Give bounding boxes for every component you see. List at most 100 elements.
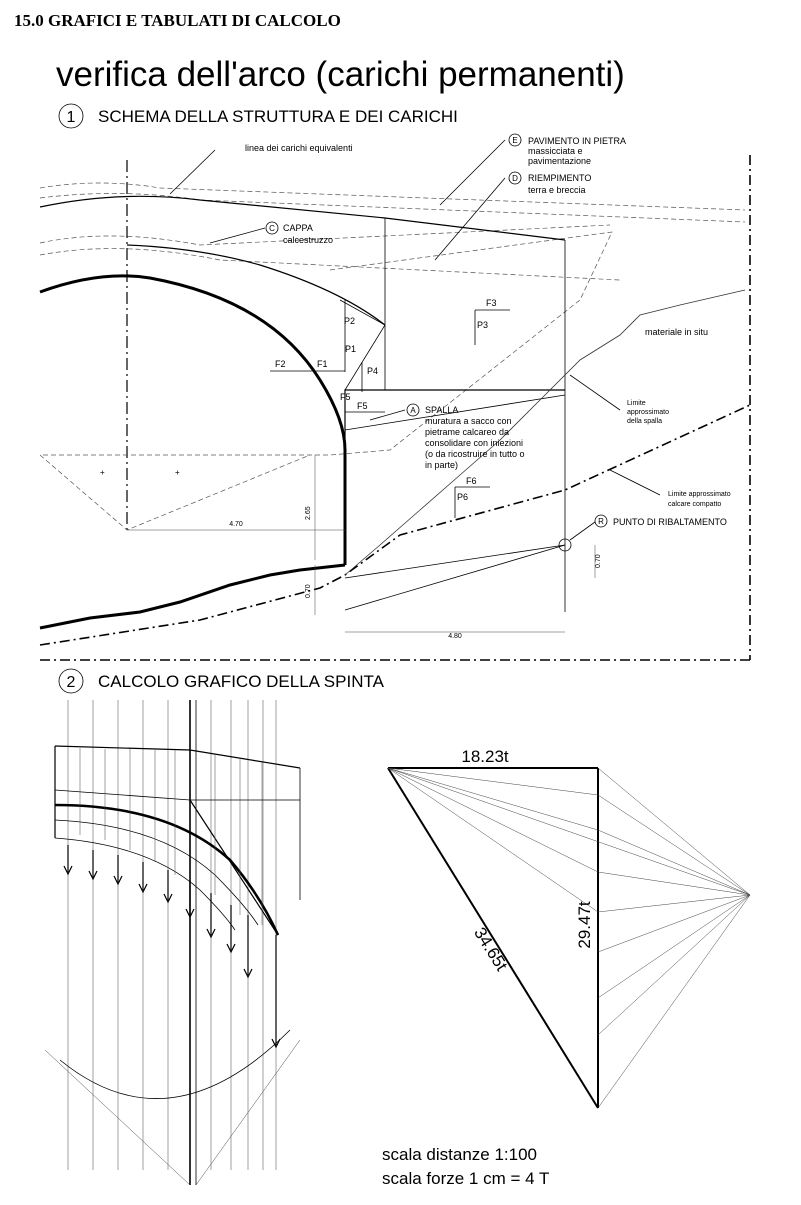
force-label-f2: F2	[275, 359, 286, 369]
force-polygon: 18.23t 29.47t 34.65t	[387, 747, 751, 1109]
label-a-line4: (o da ricostruire in tutto o	[425, 449, 525, 459]
label-limit-calcare-2: calcare compatto	[668, 501, 721, 508]
label-limit-spalla-2: approssimato	[627, 409, 669, 416]
arch-intrados	[39, 274, 347, 565]
scale-forces: scala forze 1 cm = 4 T	[382, 1169, 549, 1188]
label-d-sub: terra e breccia	[528, 185, 586, 195]
leader-spalla	[569, 374, 621, 411]
badge-e-letter: E	[512, 136, 517, 145]
force-label-p3: P3	[477, 320, 488, 330]
label-a-line3: consolidare con iniezioni	[425, 438, 523, 448]
equivalent-load-line-1	[39, 182, 746, 211]
label-d-title: RIEMPIMENTO	[528, 173, 591, 183]
section1-heading: SCHEMA DELLA STRUTTURA E DEI CARICHI	[98, 107, 458, 126]
polygon-rays	[387, 767, 751, 1109]
structure-scheme: + + 4.70 2.65 0.70 0.70 4.80	[39, 133, 751, 661]
road-surface-line	[39, 195, 566, 241]
funicular-line-right	[195, 1039, 301, 1186]
thrust-line-diag	[189, 799, 279, 936]
label-c-title: CAPPA	[283, 223, 313, 233]
force-label-p2: P2	[344, 316, 355, 326]
label-horizontal-thrust: 18.23t	[461, 747, 509, 766]
ground-thick	[39, 563, 346, 630]
equivalent-load-line-5	[40, 231, 613, 456]
force-label-p6: P6	[457, 492, 468, 502]
label-limit-spalla-3: della spalla	[627, 418, 662, 425]
cappa-wedge	[339, 299, 386, 391]
label-r-title: PUNTO DI RIBALTAMENTO	[613, 517, 727, 527]
funicular-line-left	[44, 1049, 191, 1186]
dim-265: 2.65	[305, 506, 312, 520]
dim-480: 4.80	[448, 633, 462, 640]
section1-number-circle	[58, 103, 84, 129]
force-label-p4: P4	[367, 366, 378, 376]
in-situ-material	[344, 289, 746, 576]
leader-calcare	[609, 469, 661, 496]
dim-070b: 0.70	[595, 554, 602, 568]
arch-curve-thick	[54, 803, 280, 936]
force-label-f6: F6	[466, 476, 477, 486]
badge-r-letter: R	[598, 517, 604, 526]
vertical-load-lines	[67, 700, 277, 1170]
section1-number: 1	[67, 109, 76, 126]
label-resultant: 34.65t	[470, 924, 511, 974]
leader-a	[369, 409, 406, 421]
load-arrows	[63, 845, 281, 1049]
label-c-sub: calcestruzzo	[283, 235, 333, 245]
force-label-f1: F1	[317, 359, 328, 369]
label-a-line5: in parte)	[425, 460, 458, 470]
leader-load-line	[169, 149, 216, 195]
label-load-line: linea dei carichi equivalenti	[245, 143, 353, 153]
label-a-line2: pietrame calcareo da	[425, 427, 509, 437]
funicular-curve	[59, 1029, 291, 1099]
dim-070a: 0.70	[305, 584, 312, 598]
polygon-resultant	[387, 767, 599, 1109]
equivalent-load-line-2	[39, 193, 746, 223]
force-label-f5b: F5	[357, 401, 368, 411]
thrust-funicular	[44, 700, 301, 1186]
band-ticks	[79, 748, 263, 925]
equivalent-load-line-4	[39, 248, 621, 281]
badge-e	[508, 133, 522, 147]
label-vertical-load: 29.47t	[575, 901, 594, 949]
overturning-line	[344, 544, 566, 611]
spalla-diagonal	[344, 394, 566, 431]
label-material: materiale in situ	[645, 327, 708, 337]
badge-d-letter: D	[512, 174, 518, 183]
dashed-triangle	[39, 454, 311, 531]
load-band-top	[54, 745, 301, 769]
section2-heading: CALCOLO GRAFICO DELLA SPINTA	[98, 672, 385, 691]
label-a-line1: muratura a sacco con	[425, 416, 512, 426]
label-limit-calcare-1: Limite approssimato	[668, 491, 731, 498]
section2-number-circle	[58, 668, 84, 694]
label-a-title: SPALLA	[425, 405, 458, 415]
leader-c	[209, 227, 266, 244]
badge-a-letter: A	[410, 406, 416, 415]
label-e-title: PAVIMENTO IN PIETRA	[528, 136, 626, 146]
force-label-f3: F3	[486, 298, 497, 308]
force-label-f5a: F5	[340, 392, 351, 402]
dim-470: 4.70	[229, 521, 243, 528]
cross-mark: +	[175, 468, 180, 477]
badge-r	[594, 514, 608, 528]
label-e-sub2: pavimentazione	[528, 156, 591, 166]
overturning-line-2	[344, 544, 566, 579]
page-title: verifica dell'arco (carichi permanenti)	[56, 55, 625, 94]
section-header: 15.0 GRAFICI E TABULATI DI CALCOLO	[14, 11, 341, 30]
cappa-line	[126, 244, 386, 326]
label-e-sub1: massicciata e	[528, 146, 583, 156]
leader-d	[434, 177, 506, 261]
cross-mark: +	[100, 468, 105, 477]
badge-d	[508, 171, 522, 185]
badge-a	[406, 403, 420, 417]
scale-distances: scala distanze 1:100	[382, 1145, 537, 1164]
badge-c-letter: C	[269, 224, 275, 233]
equivalent-load-line-3	[39, 224, 611, 246]
overturning-point	[558, 538, 572, 552]
arch-curve-inner	[54, 837, 236, 931]
badge-c	[265, 221, 279, 235]
leader-r	[569, 521, 596, 541]
label-limit-spalla-1: Limite	[627, 400, 646, 407]
